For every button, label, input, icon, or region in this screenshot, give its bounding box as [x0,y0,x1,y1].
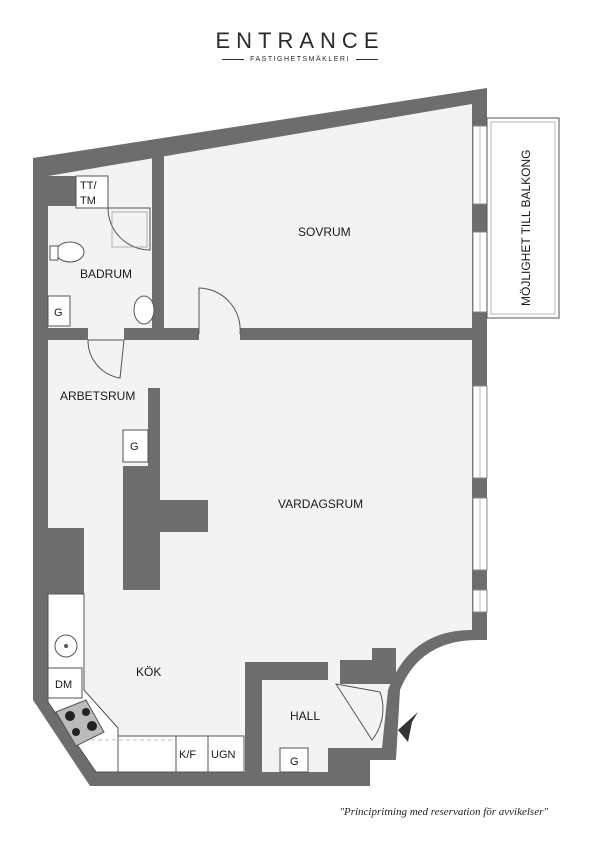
tagline-rule-left [222,59,245,60]
label-kf: K/F [179,749,196,761]
label-hall: HALL [290,709,320,723]
ugn-box [207,735,245,773]
kf-box [175,735,209,773]
dm-box [47,667,83,699]
balcony-outline [486,117,560,319]
door-badrum [87,339,125,379]
label-vardagsrum: VARDAGSRUM [278,497,363,511]
disclaimer: "Principritning med reservation för avvi… [339,806,548,818]
label-kok: KÖK [136,665,161,679]
label-tm: TM [80,195,96,207]
stove-icon [55,699,105,747]
brand-tagline: FASTIGHETSMÄKLERI [250,56,350,63]
label-sovrum: SOVRUM [298,225,351,239]
arbetsrum-g-box [122,429,149,463]
door-entrance [334,683,384,741]
entrance-arrow-icon [398,712,418,742]
logo: ENTRANCE FASTIGHETSMÄKLERI [0,28,600,63]
badrum-g-box [47,295,71,327]
wall-badrum-bottom [48,328,88,340]
wall-kitchen-bump [48,528,84,594]
wall-badrum-corner [48,176,76,206]
door-sovrum [198,287,241,335]
brand-name: ENTRANCE [215,28,385,53]
central-pillar [123,388,208,590]
tt-box [75,175,109,209]
brand-tagline-row: FASTIGHETSMÄKLERI [0,56,600,63]
label-ugn: UGN [211,749,236,761]
tagline-rule-right [355,59,378,60]
label-tt: TT/ [80,180,97,192]
wall-hall-left [245,662,328,772]
wall-sovrum-bottom [164,328,199,340]
label-g-badrum: G [54,307,63,319]
label-g-arbetsrum: G [130,441,139,453]
label-badrum: BADRUM [80,267,132,281]
wall-hall-bottom [262,740,328,752]
balcony-inner [490,121,556,315]
shower-tray [111,211,148,248]
wall-hall-right [340,648,396,684]
basin-badrum-icon [133,295,155,325]
toilet-icon [55,241,85,263]
label-arbetsrum: ARBETSRUM [60,389,135,403]
shower-outline [107,207,151,251]
wall-sovrum-badrum [152,152,164,340]
wall-sovrum-bottom-right [240,328,472,340]
toilet-tank [49,245,59,261]
wall-badrum-bottom-right [124,328,164,340]
sink-drain [64,644,68,648]
label-g-hall: G [290,756,299,768]
label-dm: DM [55,679,72,691]
hall-g-box [279,747,309,773]
label-balkong: MÖJLIGHET TILL BALKONG [519,150,533,307]
